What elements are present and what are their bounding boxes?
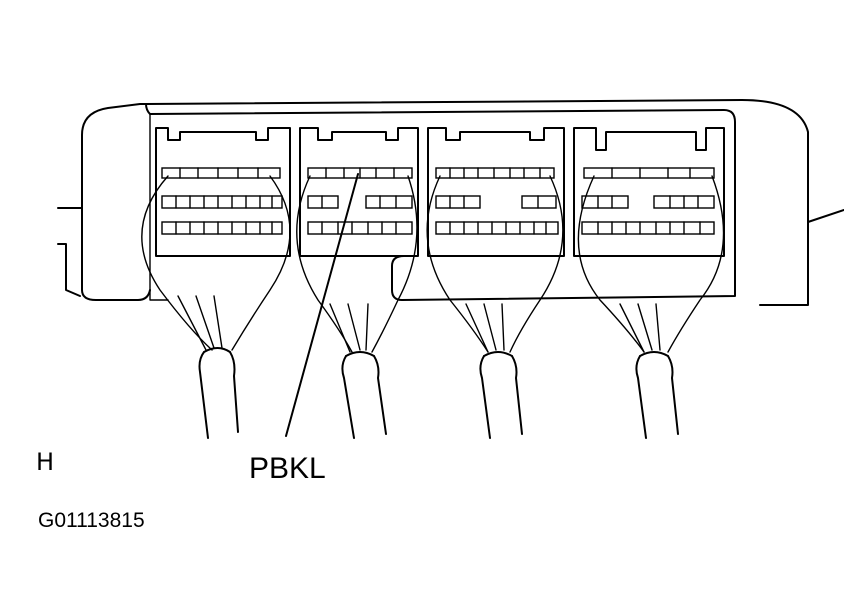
connector-4	[573, 127, 725, 257]
connector-1	[155, 127, 291, 257]
callout-leader-line	[285, 173, 359, 437]
wire-harness-3	[426, 175, 564, 439]
figure-code: G01113815	[38, 509, 145, 532]
ecu-housing	[57, 99, 844, 306]
wire-harness-4	[577, 175, 725, 439]
callout-label: PBKL	[249, 452, 326, 485]
orientation-mark: H	[36, 448, 55, 476]
connector-2	[299, 127, 419, 257]
wire-harness-1	[141, 175, 291, 439]
wire-harness-2	[296, 175, 418, 439]
connector-3	[427, 127, 565, 257]
